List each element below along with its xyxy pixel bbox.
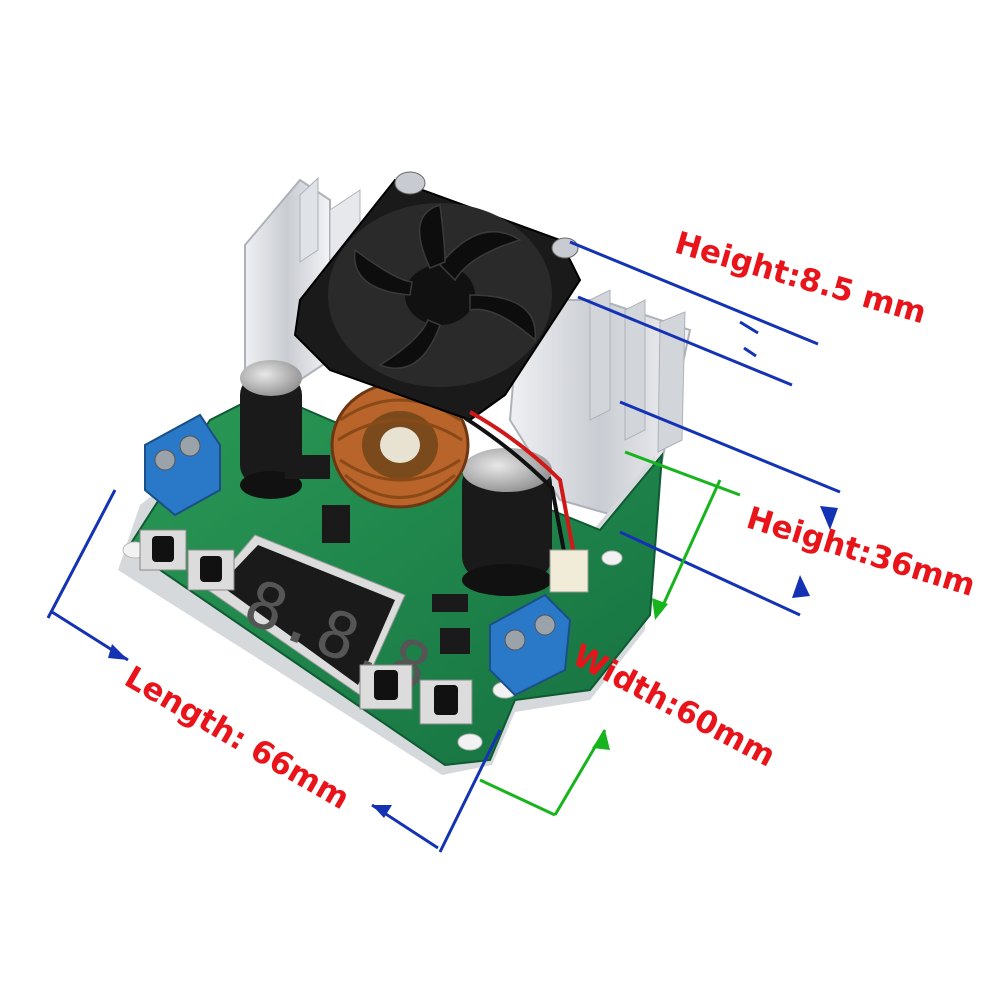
small-components (285, 455, 470, 654)
fan-wire-red (469, 410, 577, 561)
fan-wire-black (463, 416, 568, 563)
input-terminal-block (144, 413, 221, 517)
output-terminal-block (489, 593, 572, 697)
buttons (139, 529, 473, 725)
fan-connector (549, 549, 589, 593)
height-dimension-lines (569, 240, 841, 617)
width-arrowheads (592, 598, 668, 750)
capacitor-right (462, 448, 552, 596)
dimension-arrowheads (108, 506, 838, 818)
heatsink (244, 176, 692, 522)
cooling-fan (293, 171, 582, 422)
